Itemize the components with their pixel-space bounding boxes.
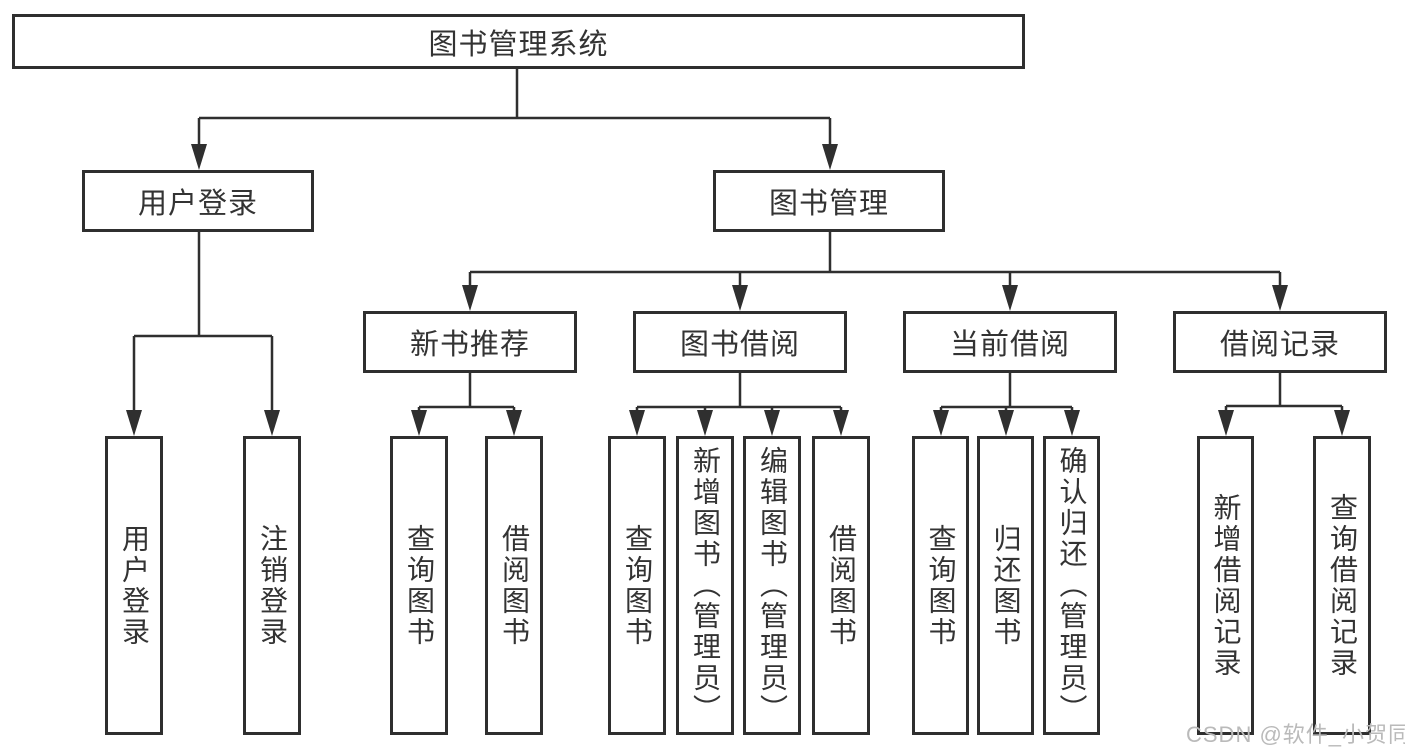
node-label: 用户登录 (119, 523, 150, 648)
node-label: 查询借阅记录 (1327, 492, 1358, 679)
node-new-book-recommend: 新书推荐 (363, 311, 577, 373)
node-label: 图书借阅 (679, 329, 800, 361)
leaf-newbook-borrow-book: 借阅图书 (485, 436, 543, 735)
node-label: 归还图书 (990, 523, 1022, 648)
leaf-borrow-add-book-admin: 新增图书（管理员） (676, 436, 734, 735)
node-label: 新增借阅记录 (1210, 492, 1242, 679)
leaf-borrow-query-book: 查询图书 (608, 436, 666, 735)
leaf-user-login: 用户登录 (105, 436, 163, 735)
leaf-records-query-record: 查询借阅记录 (1313, 436, 1371, 735)
leaf-logout: 注销登录 (243, 436, 301, 735)
node-label: 借阅图书 (826, 523, 857, 648)
node-label: 当前借阅 (949, 329, 1070, 361)
node-book-management: 图书管理 (713, 170, 945, 232)
leaf-records-add-record: 新增借阅记录 (1197, 436, 1254, 735)
node-label: 注销登录 (257, 523, 288, 648)
leaf-current-confirm-return-admin: 确认归还（管理员） (1043, 436, 1100, 735)
node-label: 查询图书 (622, 523, 653, 648)
node-label: 新增图书（管理员） (690, 446, 721, 725)
node-root-library-system: 图书管理系统 (12, 14, 1025, 69)
leaf-borrow-edit-book-admin: 编辑图书（管理员） (743, 436, 801, 735)
node-current-borrow: 当前借阅 (903, 311, 1117, 373)
node-label: 编辑图书（管理员） (757, 446, 788, 725)
node-label: 图书管理 (768, 188, 889, 220)
leaf-newbook-query-book: 查询图书 (390, 436, 448, 735)
leaf-borrow-borrow-book: 借阅图书 (812, 436, 870, 735)
arrowheads (126, 144, 1350, 436)
node-label: 查询图书 (404, 523, 435, 648)
node-user-login: 用户登录 (82, 170, 314, 232)
node-label: 确认归还（管理员） (1056, 446, 1088, 725)
node-label: 借阅图书 (499, 523, 530, 648)
csdn-watermark: CSDN @软件_小贺同学 (1186, 722, 1405, 747)
node-label: 用户登录 (137, 188, 258, 220)
node-label: 借阅记录 (1219, 329, 1340, 361)
node-label: 查询图书 (925, 523, 957, 648)
leaf-current-return-book: 归还图书 (977, 436, 1034, 735)
node-borrow-records: 借阅记录 (1173, 311, 1387, 373)
node-label: 图书管理系统 (428, 28, 609, 61)
leaf-current-query-book: 查询图书 (912, 436, 969, 735)
node-book-borrow: 图书借阅 (633, 311, 847, 373)
node-label: 新书推荐 (409, 329, 530, 361)
